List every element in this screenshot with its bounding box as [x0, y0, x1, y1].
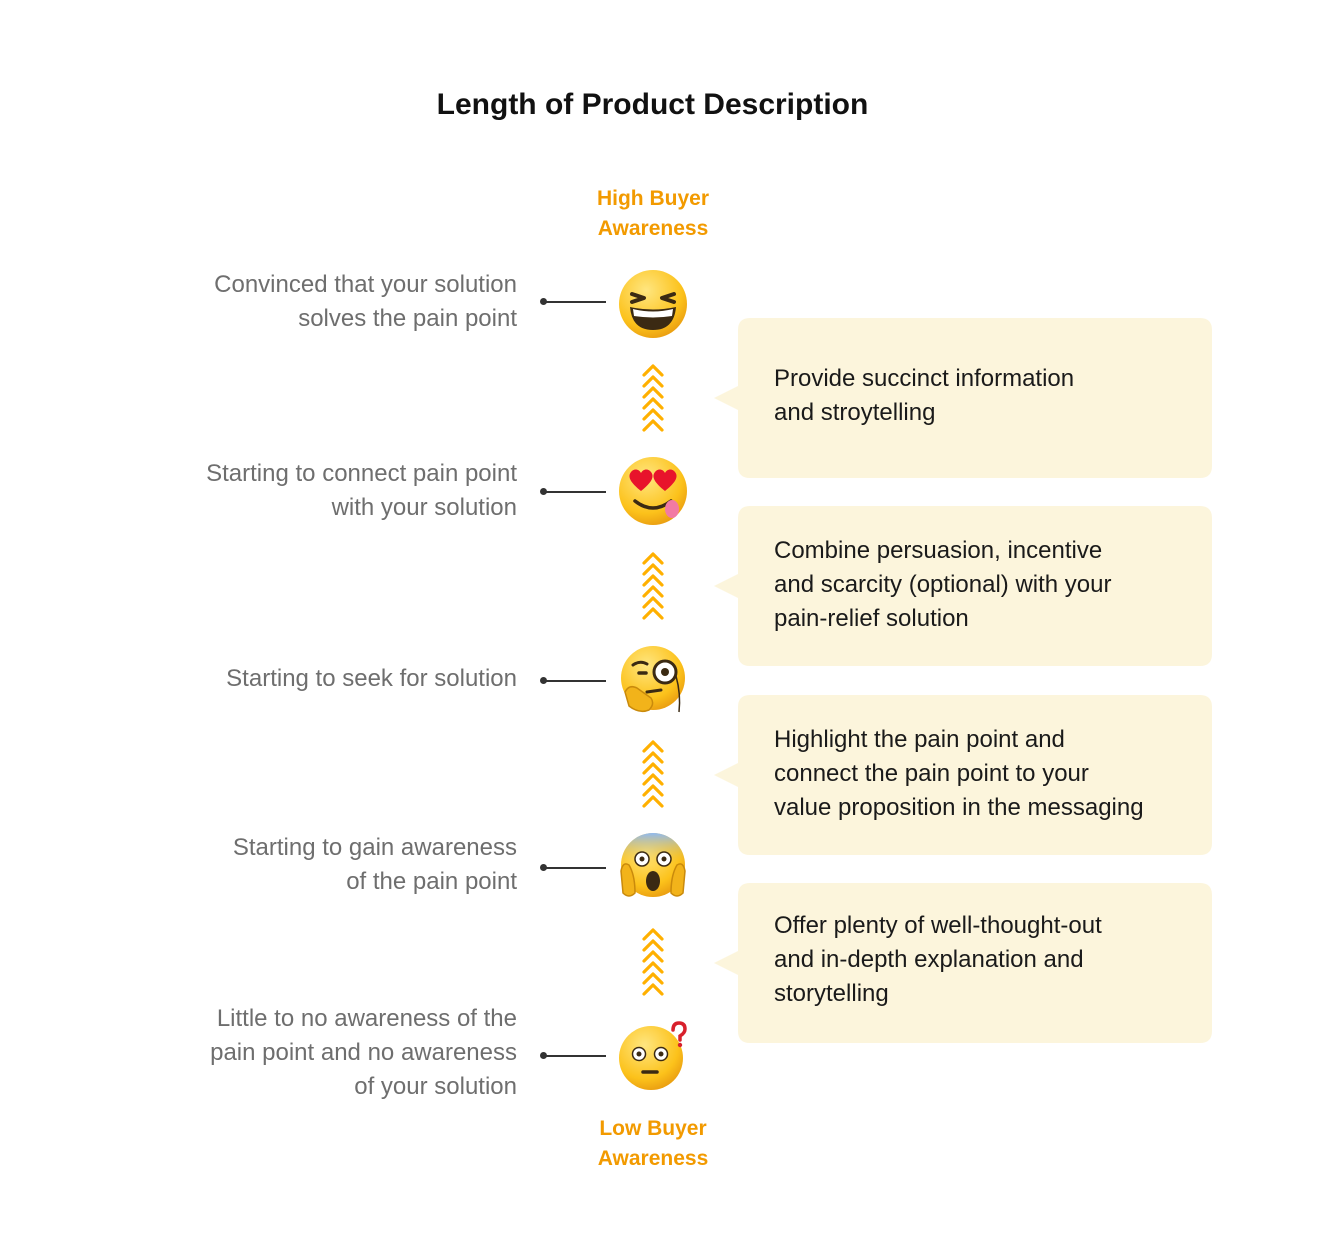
chevron-stroke — [642, 762, 664, 775]
chevron-stroke — [642, 386, 664, 399]
tip-bubble: Combine persuasion, incentive and scarci… — [714, 506, 1212, 666]
diagram-title: Length of Product Description — [436, 88, 869, 121]
chevron-stroke — [642, 928, 664, 941]
tip-text: Provide succinct information and stroyte… — [774, 365, 1075, 426]
chevron-stroke — [642, 961, 664, 974]
chevron-stroke — [642, 950, 664, 963]
chevron-stroke — [642, 408, 664, 421]
high-awareness-label: High Buyer Awareness — [596, 187, 709, 240]
tip-text: Highlight the pain point and connect the… — [774, 726, 1144, 821]
tip-bubble: Offer plenty of well-thought-out and in-… — [714, 883, 1212, 1043]
chevron-stroke — [642, 364, 664, 377]
chevron-stroke — [642, 375, 664, 388]
speech-bubble-shape — [714, 883, 1212, 1043]
stage-gaining-awareness-text: Starting to gain awareness of the pain p… — [232, 834, 517, 895]
chevron-stroke — [642, 740, 664, 753]
stage-low-awareness-text: Little to no awareness of the pain point… — [210, 1005, 517, 1100]
connector-line — [540, 488, 606, 496]
chevron-up-icon — [642, 552, 664, 620]
tip-text: Offer plenty of well-thought-out and in-… — [774, 912, 1102, 1007]
connector-line — [540, 298, 606, 306]
speech-bubble-shape — [714, 506, 1212, 666]
chevron-stroke — [642, 552, 664, 565]
stage-convinced-text: Convinced that your solution solves the … — [214, 271, 517, 332]
speech-bubble-shape — [714, 695, 1212, 855]
stage-seeking-text: Starting to seek for solution — [226, 665, 517, 692]
connector-line — [540, 864, 606, 872]
chevron-stroke — [642, 397, 664, 410]
face-with-monocle-icon — [621, 646, 685, 713]
chevron-stroke — [642, 585, 664, 598]
tip-text: Combine persuasion, incentive and scarci… — [774, 537, 1112, 632]
chevron-stroke — [642, 751, 664, 764]
chevron-stroke — [642, 939, 664, 952]
chevron-up-icon — [642, 928, 664, 996]
speech-bubble-shape — [714, 318, 1212, 478]
chevron-stroke — [642, 983, 664, 996]
confused-face-question-mark-icon — [619, 1021, 687, 1090]
chevron-stroke — [642, 563, 664, 576]
chevron-stroke — [642, 972, 664, 985]
chevron-stroke — [642, 795, 664, 808]
chevron-stroke — [642, 574, 664, 587]
chevron-stroke — [642, 419, 664, 432]
connector-line — [540, 677, 606, 685]
chevron-stroke — [642, 784, 664, 797]
heart-eyes-face-icon — [619, 457, 687, 525]
grinning-squinting-face-icon — [619, 270, 687, 338]
tip-bubble: Provide succinct information and stroyte… — [714, 318, 1212, 478]
chevron-up-icon — [642, 364, 664, 432]
chevron-stroke — [642, 773, 664, 786]
chevron-stroke — [642, 596, 664, 609]
face-screaming-in-fear-icon — [620, 833, 686, 897]
low-awareness-label: Low Buyer Awareness — [597, 1117, 709, 1170]
chevron-up-icon — [642, 740, 664, 808]
chevron-stroke — [642, 607, 664, 620]
stage-connecting-text: Starting to connect pain point with your… — [206, 460, 517, 521]
tip-bubble: Highlight the pain point and connect the… — [714, 695, 1212, 855]
connector-line — [540, 1052, 606, 1060]
